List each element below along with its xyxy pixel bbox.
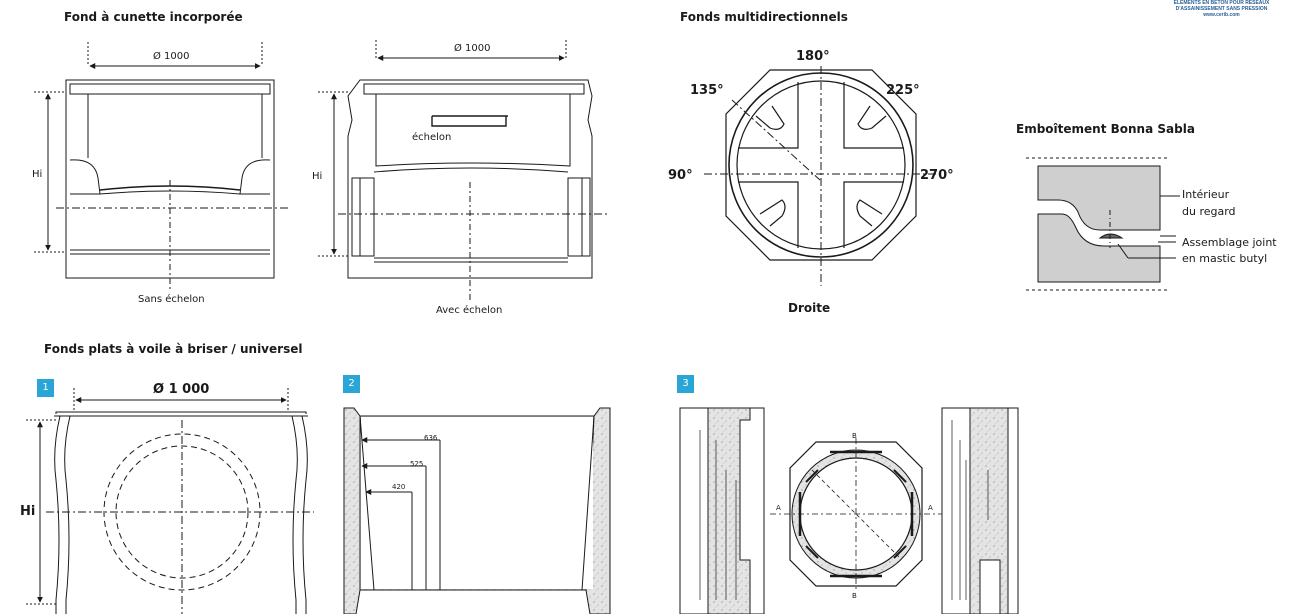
plat2-dim-636: 636 [424, 434, 438, 442]
plat3-axis-b-bottom: B [852, 592, 857, 600]
emboitement-interior-2: du regard [1182, 205, 1236, 218]
drawing-plat-3-plan [770, 438, 942, 590]
cunette-sans-caption: Sans échelon [138, 293, 205, 305]
drawing-plat-3-right-section [941, 407, 1019, 614]
emboitement-joint-2: en mastic butyl [1182, 252, 1267, 265]
title-multidirectional: Fonds multidirectionnels [680, 10, 848, 24]
angle-135: 135° [690, 83, 724, 98]
drawing-plat-2 [343, 407, 611, 614]
drawing-cunette-avec-echelon [318, 40, 610, 300]
cunette-sans-diameter: Ø 1000 [153, 50, 190, 62]
angle-270: 270° [920, 168, 954, 183]
angle-225: 225° [886, 83, 920, 98]
emboitement-interior-1: Intérieur [1182, 188, 1230, 201]
drawing-emboitement [1026, 157, 1180, 291]
angle-90: 90° [668, 168, 693, 183]
badge-1: 1 [37, 379, 54, 397]
cunette-sans-height: Hi [32, 169, 42, 180]
logo-line-2: D'ASSAINISSEMENT SANS PRESSION [1175, 6, 1268, 12]
drawing-plat-3-left-section [679, 407, 765, 614]
cunette-avec-caption: Avec échelon [436, 304, 502, 316]
cunette-avec-height: Hi [312, 171, 322, 182]
title-emboitement: Emboîtement Bonna Sabla [1016, 122, 1195, 136]
cunette-avec-diameter: Ø 1000 [454, 42, 491, 54]
badge-3: 3 [677, 375, 694, 393]
multi-caption-droite: Droite [788, 301, 830, 315]
plat3-axis-a-left: A [776, 504, 781, 512]
cunette-avec-step: échelon [412, 131, 451, 143]
drawing-plat-1 [26, 388, 314, 614]
plat2-dim-420: 420 [392, 483, 405, 491]
title-cunette: Fond à cunette incorporée [64, 10, 243, 24]
badge-2: 2 [343, 375, 360, 393]
plat2-dim-525: 525 [410, 460, 423, 468]
title-plats: Fonds plats à voile à briser / universel [44, 342, 303, 356]
cerib-logo: ÉLÉMENTS EN BÉTON POUR RÉSEAUX D'ASSAINI… [1134, 0, 1309, 18]
plat1-height: Hi [20, 504, 35, 519]
drawing-cunette-sans-echelon [34, 42, 288, 290]
emboitement-joint-1: Assemblage joint [1182, 236, 1277, 249]
angle-180: 180° [796, 49, 830, 64]
plat3-axis-a-right: A [928, 504, 933, 512]
drawing-multidirectional [704, 66, 938, 286]
logo-line-1: ÉLÉMENTS EN BÉTON POUR RÉSEAUX [1173, 0, 1270, 6]
logo-url: www.cerib.com [1203, 12, 1240, 18]
plat3-axis-b-top: B [852, 432, 857, 440]
plat1-diameter: Ø 1 000 [153, 382, 209, 397]
